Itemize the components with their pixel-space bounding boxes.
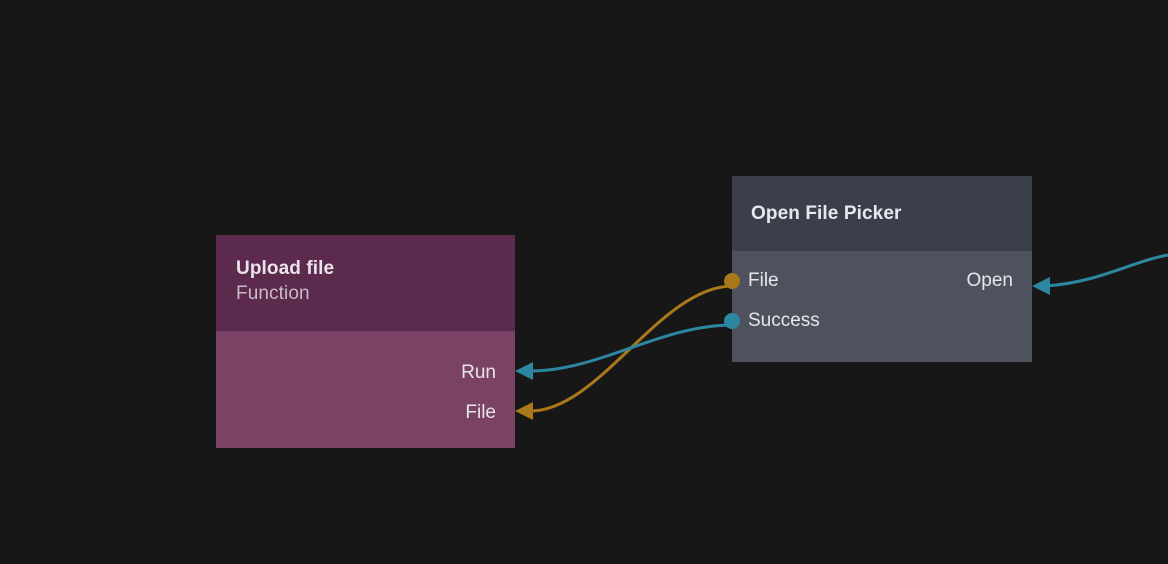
- node-upload-file-header[interactable]: Upload file Function: [216, 235, 515, 331]
- node-open-file-picker-body: File Success Open: [724, 251, 1032, 362]
- port-label-run: Run: [461, 362, 496, 383]
- edge-open-arrowhead: [1032, 277, 1050, 295]
- port-label-file-out: File: [748, 270, 779, 291]
- node-upload-file-body: Run File: [216, 331, 515, 448]
- edge-success-arrowhead: [515, 362, 533, 380]
- port-dot-success-icon[interactable]: [724, 313, 740, 329]
- port-row-file-out[interactable]: File: [724, 261, 1032, 301]
- port-row-open-in[interactable]: Open: [967, 261, 1013, 301]
- node-open-file-picker[interactable]: Open File Picker File Success Open: [724, 176, 1032, 362]
- edge-file: [529, 284, 734, 413]
- node-upload-file-subtitle: Function: [236, 283, 310, 304]
- port-label-file-in: File: [465, 402, 496, 423]
- port-dot-file-icon[interactable]: [724, 273, 740, 289]
- port-row-file-in[interactable]: File: [216, 393, 515, 433]
- node-upload-file[interactable]: Upload file Function Run File: [216, 235, 515, 448]
- port-row-success-out[interactable]: Success: [724, 301, 1032, 341]
- edge-open-incoming: [1045, 253, 1168, 288]
- port-label-open: Open: [966, 270, 1013, 291]
- edge-success: [529, 323, 734, 373]
- port-row-run[interactable]: Run: [216, 353, 515, 393]
- edge-file-arrowhead: [515, 402, 533, 420]
- node-upload-file-title: Upload file: [236, 258, 335, 279]
- node-open-file-picker-header[interactable]: Open File Picker: [732, 176, 1032, 251]
- node-open-file-picker-title: Open File Picker: [751, 203, 902, 224]
- port-label-success-out: Success: [748, 310, 820, 331]
